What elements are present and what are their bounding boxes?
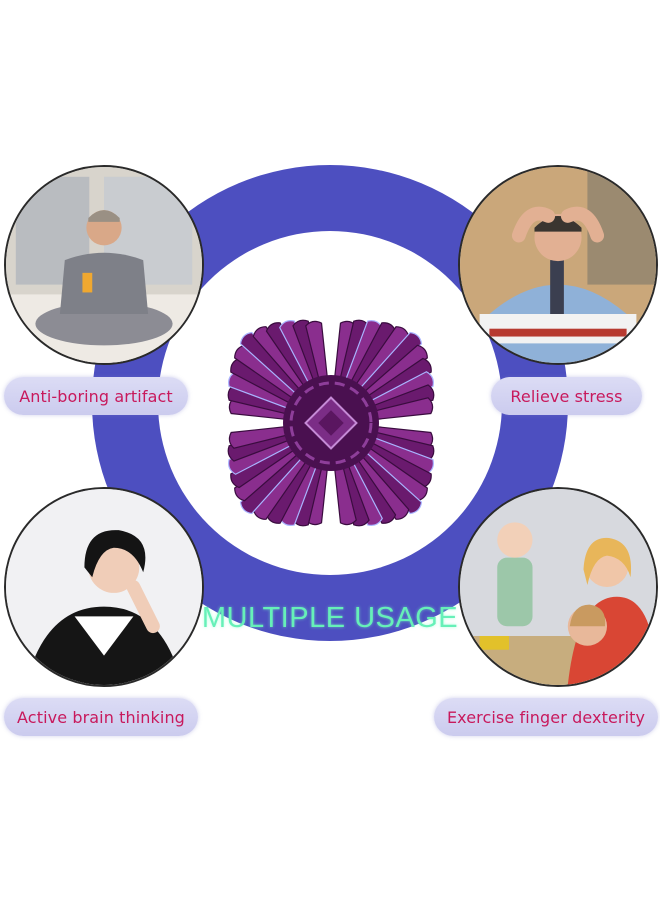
- toy-fan-blade: [351, 344, 428, 408]
- photo-woman-thinking: [4, 487, 204, 687]
- headline: MULTIPLE USAGE: [201, 601, 459, 634]
- photo-man-thinking: [4, 165, 204, 365]
- toy-fan-blade: [292, 319, 327, 396]
- photo-stressed-man: [458, 165, 658, 365]
- toy-fan-blade: [349, 331, 423, 405]
- label-brain-thinking: Active brain thinking: [4, 698, 198, 736]
- label-relieve-stress: Relieve stress: [491, 377, 642, 415]
- toy-fan-blade: [230, 434, 308, 489]
- toy-fan-blade: [342, 446, 397, 524]
- toy-fan-blade: [354, 357, 432, 412]
- label-finger-dexterity: Exercise finger dexterity: [434, 698, 658, 736]
- label-anti-boring: Anti-boring artifact: [4, 377, 188, 415]
- fidget-toy-image: [227, 319, 435, 527]
- toy-fan-blade: [279, 320, 323, 398]
- photo-family-playing: [458, 487, 658, 687]
- toy-fan-blade: [228, 431, 306, 475]
- toy-fan-blade: [358, 384, 435, 419]
- toy-fan-blade: [265, 322, 320, 400]
- toy-fan-blade: [356, 371, 434, 415]
- toy-fan-blade: [335, 450, 370, 527]
- toy-fan-blade: [234, 438, 311, 502]
- toy-fan-blade: [239, 331, 313, 405]
- toy-fan-blade: [252, 326, 316, 403]
- toy-fan-blade: [227, 427, 304, 462]
- toy-fan-blade: [349, 441, 423, 515]
- toy-fan-blade: [339, 448, 383, 526]
- toy-fan-blade: [239, 441, 313, 515]
- toy-fan-blade: [346, 443, 410, 520]
